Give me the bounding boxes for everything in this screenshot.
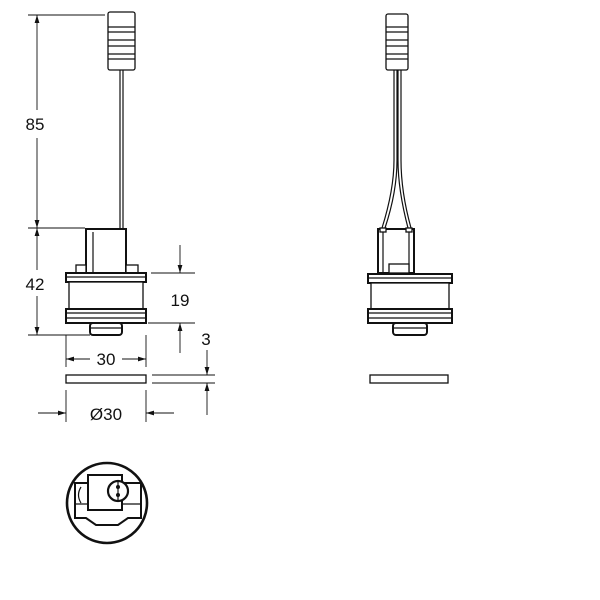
dimension-30: 30: [65, 335, 147, 369]
plug-connector: [385, 13, 409, 71]
cable: [119, 70, 124, 228]
cartridge-body: [65, 272, 147, 336]
dimension-3: 3: [152, 330, 215, 415]
dimension-diameter-30: Ø30: [38, 390, 174, 424]
dimension-85: 85: [26, 14, 105, 229]
dimension-label: 30: [97, 350, 116, 369]
dimension-label: 19: [171, 291, 190, 310]
side-view: [367, 13, 453, 384]
electronics-housing: [377, 227, 415, 274]
dimension-label: 3: [201, 330, 210, 349]
dimension-label: 85: [26, 115, 45, 134]
top-view: [65, 461, 149, 545]
split-cable: [381, 70, 412, 229]
cartridge-body: [367, 273, 453, 336]
dimension-42: 42: [26, 228, 90, 336]
dimension-label: Ø30: [90, 405, 122, 424]
dimension-label: 42: [26, 275, 45, 294]
seal-disc: [65, 374, 147, 384]
seal-disc: [369, 374, 449, 384]
electronics-housing: [75, 228, 139, 274]
plug-connector: [107, 11, 136, 71]
dimension-19: 19: [148, 245, 195, 353]
front-view: 85 42 19 30: [26, 11, 215, 424]
